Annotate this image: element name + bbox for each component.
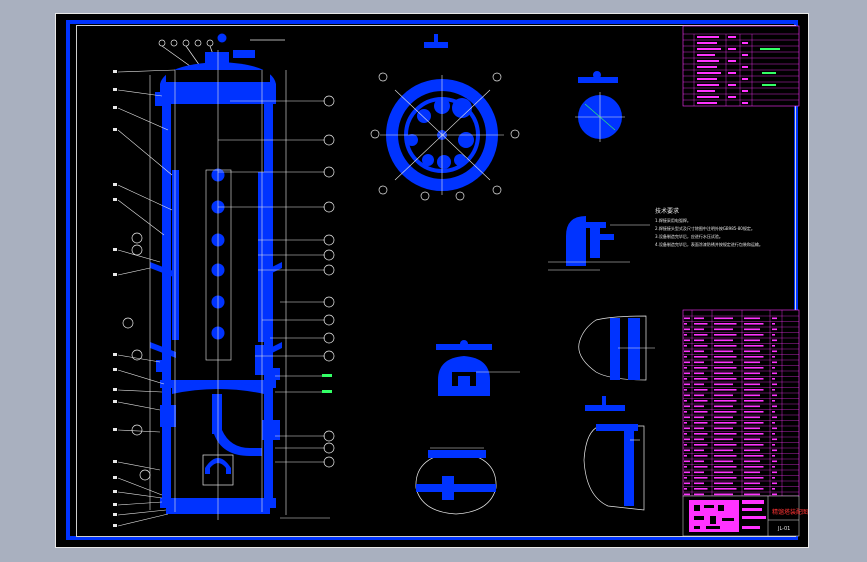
title-block-name: 精馏塔装配图 — [772, 508, 808, 516]
tech-note-1: 1.焊接采用电弧焊。 — [655, 217, 691, 223]
left-leader-lines — [117, 69, 176, 527]
vessel-centerlines — [149, 50, 330, 520]
left-leader-markers — [113, 70, 117, 527]
nozzle-table — [682, 25, 800, 107]
green-tags — [322, 374, 332, 393]
inner-border — [76, 25, 796, 537]
detail-view-flange — [415, 447, 497, 515]
tech-note-4: 4.设备制造完毕后，表面涂漆防锈并按规定进行包装和运输。 — [655, 241, 763, 247]
left-nozzle-callouts — [122, 232, 151, 481]
tech-notes-title: 技术要求 — [655, 207, 679, 215]
detail-view-i — [575, 71, 625, 142]
detail-view-head-upper — [578, 315, 655, 381]
right-callout-circles — [323, 95, 335, 468]
detail-view-ii — [548, 216, 650, 271]
tech-note-2: 2.焊接接头型式及尺寸除图中注明外按GB985-80规定。 — [655, 225, 755, 231]
title-block-number: JL-01 — [777, 526, 790, 532]
detail-view-head-lower — [583, 396, 645, 511]
title-block: 精馏塔装配图 JL-01 — [682, 495, 808, 537]
tech-note-3: 3.设备制造完毕后，应进行水压试验。 — [655, 233, 723, 239]
tech-notes: 技术要求 1.焊接采用电弧焊。 2.焊接接头型式及尺寸除图中注明外按GB985-… — [655, 207, 763, 247]
parts-list-table — [682, 309, 800, 497]
section-top-view — [370, 34, 520, 201]
detail-view-iii — [436, 340, 520, 396]
sheet-border — [66, 20, 798, 540]
right-leader-lines — [218, 100, 325, 463]
main-vessel — [150, 33, 285, 514]
